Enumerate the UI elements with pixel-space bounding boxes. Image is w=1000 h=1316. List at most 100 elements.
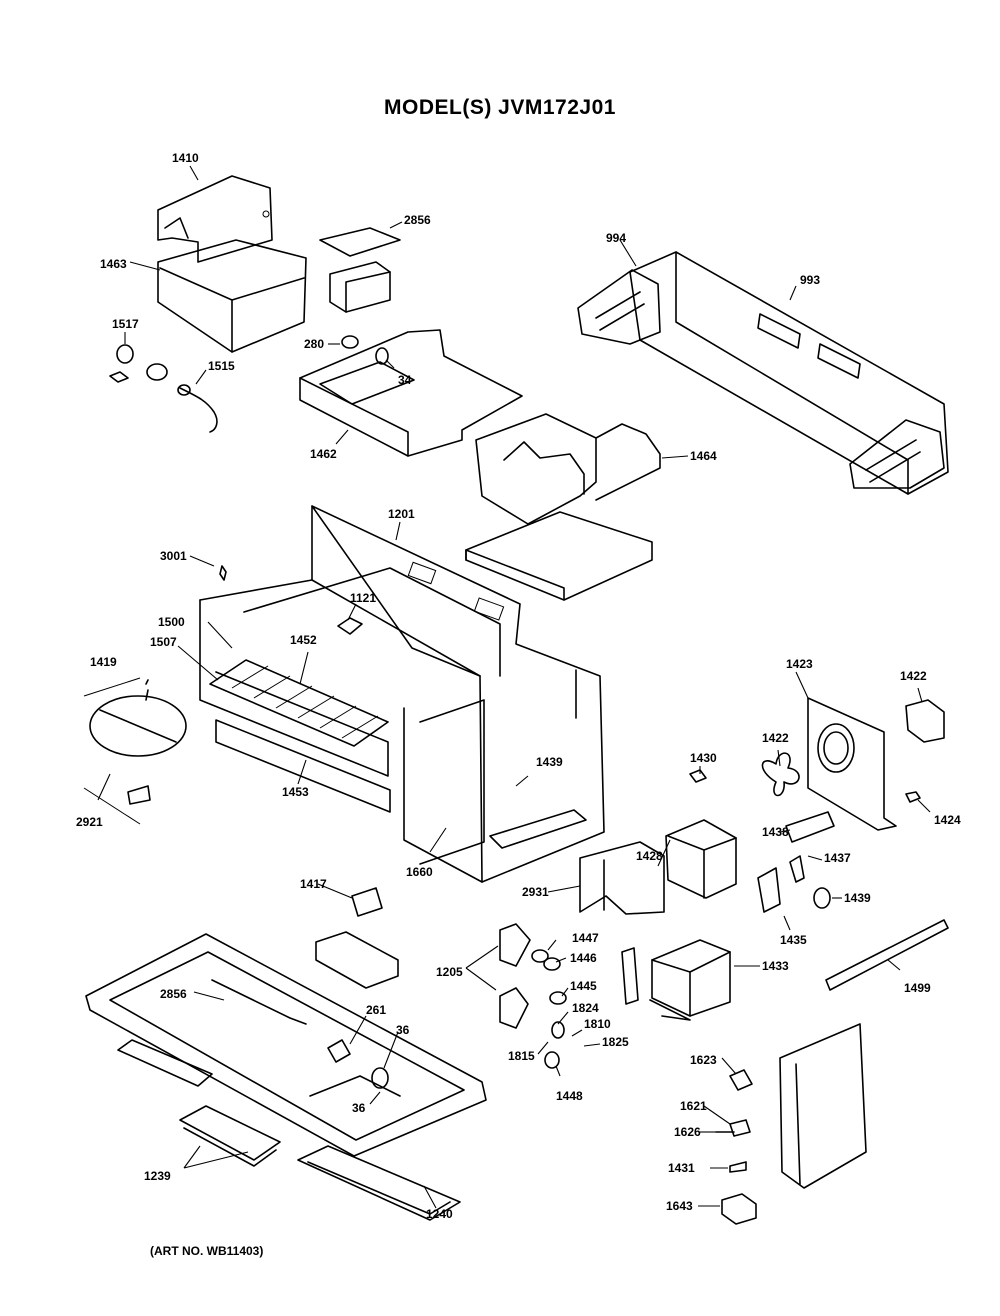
part-1439-thermostat [813,887,831,909]
part-label: 1448 [556,1089,583,1103]
part-1424-screw [905,791,921,803]
part-1430-clip [689,769,707,783]
part-label: 1824 [572,1001,599,1015]
part-bottom-strip [117,1039,213,1087]
part-label: 1453 [282,785,309,799]
part-label: 1810 [584,1017,611,1031]
part-label: 1438 [762,825,789,839]
part-label: 280 [304,337,324,351]
part-label: 1437 [824,851,851,865]
part-label: 1121 [350,591,376,605]
part-2856-lower-filter [315,931,399,989]
part-1240-charcoal-filter [297,1145,461,1221]
part-label: 1452 [290,633,317,647]
part-label: 36 [396,1023,410,1037]
part-label: 1462 [310,447,337,461]
part-1623-relay [729,1069,753,1091]
part-label: 1239 [144,1169,171,1183]
part-label: 1815 [508,1049,535,1063]
part-1422-fan-blade [761,752,800,797]
part-2931-duct [579,841,665,915]
part-label: 1422 [900,669,927,683]
part-1428-magnetron [665,819,737,899]
part-label: 1439 [536,755,563,769]
part-label: 1435 [780,933,807,947]
part-994-bracket [577,269,945,489]
part-label: 1464 [690,449,717,463]
part-label: 1410 [172,151,199,165]
part-label: 1626 [674,1125,701,1139]
part-1422-motor [905,699,945,743]
part-label: 1463 [100,257,127,271]
part-1643-transformer [721,1193,757,1225]
part-label: 1430 [690,751,717,765]
part-1419-turntable [83,677,187,825]
part-1517-knob [109,344,168,383]
part-label: 1660 [406,865,433,879]
part-label: 1517 [112,317,139,331]
part-label: 2931 [522,885,549,899]
part-1499-strip [825,919,949,991]
part-label: 2856 [404,213,431,227]
part-label: 1439 [844,891,871,905]
part-label: 1445 [570,979,597,993]
part-label: 2856 [160,987,187,1001]
part-label: 1623 [690,1053,717,1067]
part-label: 1447 [572,931,599,945]
part-1437-clip [789,855,805,883]
part-1121-switch [337,617,363,635]
art-number: (ART NO. WB11403) [150,1244,264,1258]
part-label: 993 [800,273,820,287]
diagram-title: MODEL(S) JVM172J01 [384,96,616,119]
part-label: 1424 [934,813,961,827]
part-label: 1643 [666,1199,693,1213]
part-label: 1507 [150,635,177,649]
part-label: 1433 [762,959,789,973]
part-1438-bracket [785,811,835,843]
part-label: 1515 [208,359,235,373]
part-label: 261 [366,1003,386,1017]
part-label: 1240 [426,1207,453,1221]
part-label: 1621 [680,1099,707,1113]
part-label: 994 [606,231,626,245]
part-label: 1428 [636,849,663,863]
part-1431-fuse [729,1161,747,1173]
part-label: 1431 [668,1161,695,1175]
part-label: 1423 [786,657,813,671]
part-label: 36 [352,1101,366,1115]
part-1452-rack [209,659,389,747]
part-labels: 1410 2856 994 993 1463 1517 280 34 1515 … [76,151,961,1221]
part-1239-grease-filter [179,1105,281,1167]
part-label: 1201 [388,507,415,521]
part-label: 34 [398,373,412,387]
part-1205-switch-assembly [499,923,567,1069]
part-1462-lamp-housing [299,329,523,457]
part-993-rail [629,251,949,495]
part-control-panel-back [779,1023,867,1189]
part-label: 2921 [76,815,103,829]
part-bottom-panel [85,933,487,1157]
part-261-lamp [327,1039,389,1089]
part-label: 1205 [436,965,463,979]
part-1433-transformer [621,939,731,1021]
part-1515-wire [177,384,218,433]
part-1410-cover [157,175,273,263]
part-1621-1626-connectors [715,1119,751,1137]
part-label: 1825 [602,1035,629,1049]
part-1201-cavity [199,505,605,883]
part-1464-duct [465,413,661,601]
part-label: 3001 [160,549,187,563]
part-2856-filter [319,227,401,313]
part-1435-plate [757,867,781,913]
part-label: 1422 [762,731,789,745]
part-label: 1500 [158,615,185,629]
leader-lines [97,165,931,1209]
part-label: 1446 [570,951,597,965]
part-1463-housing [157,239,307,353]
part-1423-shroud [807,697,897,831]
part-label: 1499 [904,981,931,995]
part-label: 1419 [90,655,117,669]
part-label: 1417 [300,877,327,891]
part-3001-clip [219,565,227,581]
